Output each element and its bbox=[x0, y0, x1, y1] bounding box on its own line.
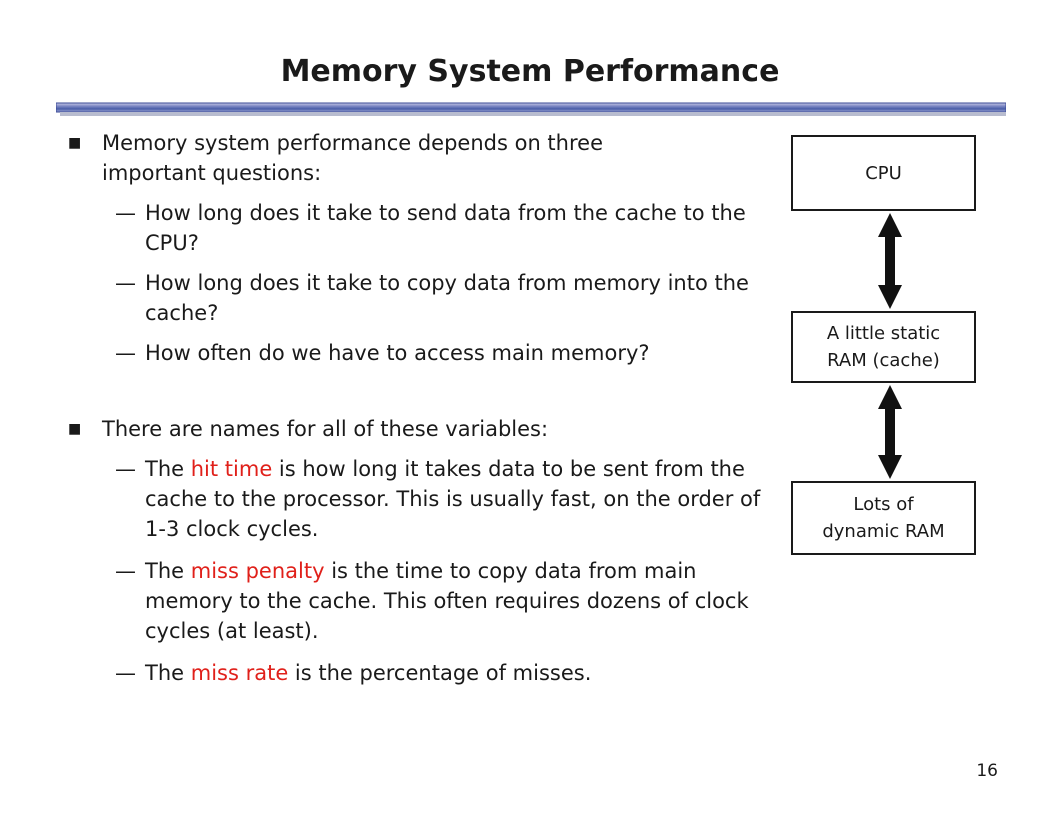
double-arrow-icon bbox=[878, 213, 902, 309]
sub-bullet-text: How long does it take to copy data from … bbox=[145, 271, 749, 325]
dash-bullet-icon: — bbox=[115, 457, 136, 481]
bullet-text: Memory system performance depends on thr… bbox=[102, 131, 603, 185]
term-miss-penalty: miss penalty bbox=[190, 559, 325, 583]
dash-bullet-icon: — bbox=[115, 661, 136, 685]
bullet-performance-questions: ■ Memory system performance depends on t… bbox=[68, 128, 702, 188]
box-label-line2: dynamic RAM bbox=[822, 521, 945, 542]
sub-bullet-suffix: is the time to copy data from main memor… bbox=[145, 559, 749, 643]
box-label-line1: A little static bbox=[826, 323, 941, 344]
box-label-line1: Lots of bbox=[853, 494, 914, 515]
sub-bullet-hit-time: — The hit time is how long it takes data… bbox=[115, 454, 765, 544]
dash-bullet-icon: — bbox=[115, 271, 136, 295]
sub-bullet-text: How often do we have to access main memo… bbox=[145, 341, 650, 365]
sub-bullet-suffix: is how long it takes data to be sent fro… bbox=[145, 457, 761, 541]
bullet-variable-names: ■ There are names for all of these varia… bbox=[68, 414, 702, 444]
sub-bullet-miss-rate: — The miss rate is the percentage of mis… bbox=[115, 658, 765, 688]
sub-bullet-cache-to-cpu: — How long does it take to send data fro… bbox=[115, 198, 765, 258]
double-arrow-icon bbox=[878, 385, 902, 479]
sub-bullet-prefix: The bbox=[145, 457, 191, 481]
cpu-box: CPU bbox=[791, 135, 976, 211]
dram-box: Lots of dynamic RAM bbox=[791, 481, 976, 555]
term-hit-time: hit time bbox=[190, 457, 273, 481]
sub-bullet-access-frequency: — How often do we have to access main me… bbox=[115, 338, 765, 368]
page-number: 16 bbox=[976, 761, 998, 781]
sub-bullet-prefix: The bbox=[145, 661, 191, 685]
sub-bullet-memory-to-cache: — How long does it take to copy data fro… bbox=[115, 268, 765, 328]
dash-bullet-icon: — bbox=[115, 201, 136, 225]
dash-bullet-icon: — bbox=[115, 341, 136, 365]
cache-box: A little static RAM (cache) bbox=[791, 311, 976, 383]
sub-bullet-miss-penalty: — The miss penalty is the time to copy d… bbox=[115, 556, 765, 646]
sub-bullet-prefix: The bbox=[145, 559, 191, 583]
square-bullet-icon: ■ bbox=[68, 421, 82, 437]
box-label-line2: RAM (cache) bbox=[827, 350, 940, 371]
title-divider bbox=[56, 102, 1006, 116]
dash-bullet-icon: — bbox=[115, 559, 136, 583]
box-label-line1: CPU bbox=[865, 162, 902, 184]
sub-bullet-suffix: is the percentage of misses. bbox=[288, 661, 592, 685]
sub-bullet-text: How long does it take to send data from … bbox=[145, 201, 746, 255]
slide-title: Memory System Performance bbox=[280, 54, 780, 89]
bullet-text: There are names for all of these variabl… bbox=[102, 417, 549, 441]
square-bullet-icon: ■ bbox=[68, 135, 82, 151]
term-miss-rate: miss rate bbox=[190, 661, 289, 685]
